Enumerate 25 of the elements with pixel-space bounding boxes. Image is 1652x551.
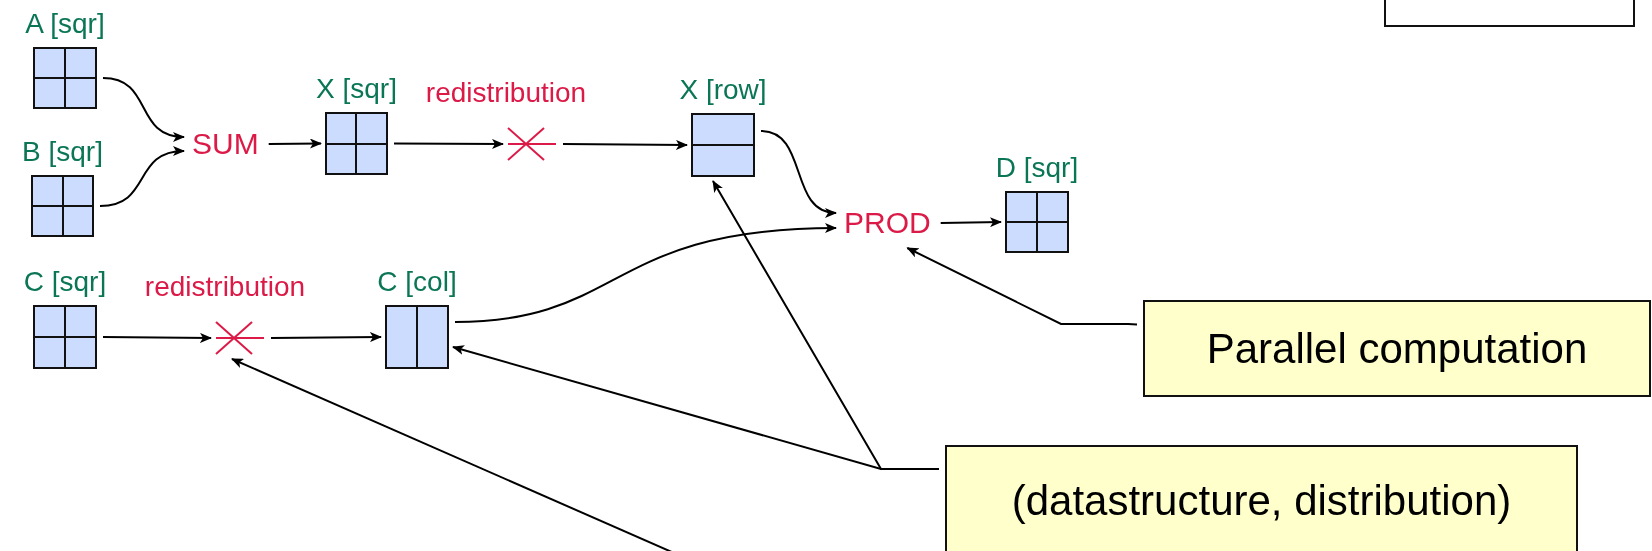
- matrix-label: A [sqr]: [24, 9, 106, 39]
- matrix-label: D [sqr]: [994, 153, 1080, 183]
- leader-line: [452, 345, 940, 470]
- formula-box: [1384, 0, 1635, 27]
- matrix-label: C [col]: [376, 267, 458, 297]
- matrix-label: C [sqr]: [22, 267, 108, 297]
- arrow: [393, 138, 504, 149]
- leader-line: [906, 247, 1138, 326]
- matrix-label: B [sqr]: [21, 137, 104, 167]
- arrow: [939, 217, 1002, 228]
- arrow: [99, 147, 185, 207]
- callout-box: (datastructure, distribution): [945, 445, 1578, 551]
- arrow: [102, 332, 212, 343]
- arrow: [454, 223, 837, 323]
- callout-box: Parallel computation: [1143, 300, 1651, 397]
- operation-label: SUM: [188, 123, 263, 165]
- arrow: [267, 138, 322, 149]
- operation-label: redistribution: [424, 78, 588, 108]
- arrow: [270, 332, 382, 343]
- operation-label: redistribution: [143, 272, 307, 302]
- arrow: [562, 139, 688, 150]
- matrix-label: X [row]: [678, 75, 768, 105]
- arrow: [102, 77, 185, 141]
- arrow: [760, 130, 837, 217]
- operation-label: PROD: [840, 202, 935, 244]
